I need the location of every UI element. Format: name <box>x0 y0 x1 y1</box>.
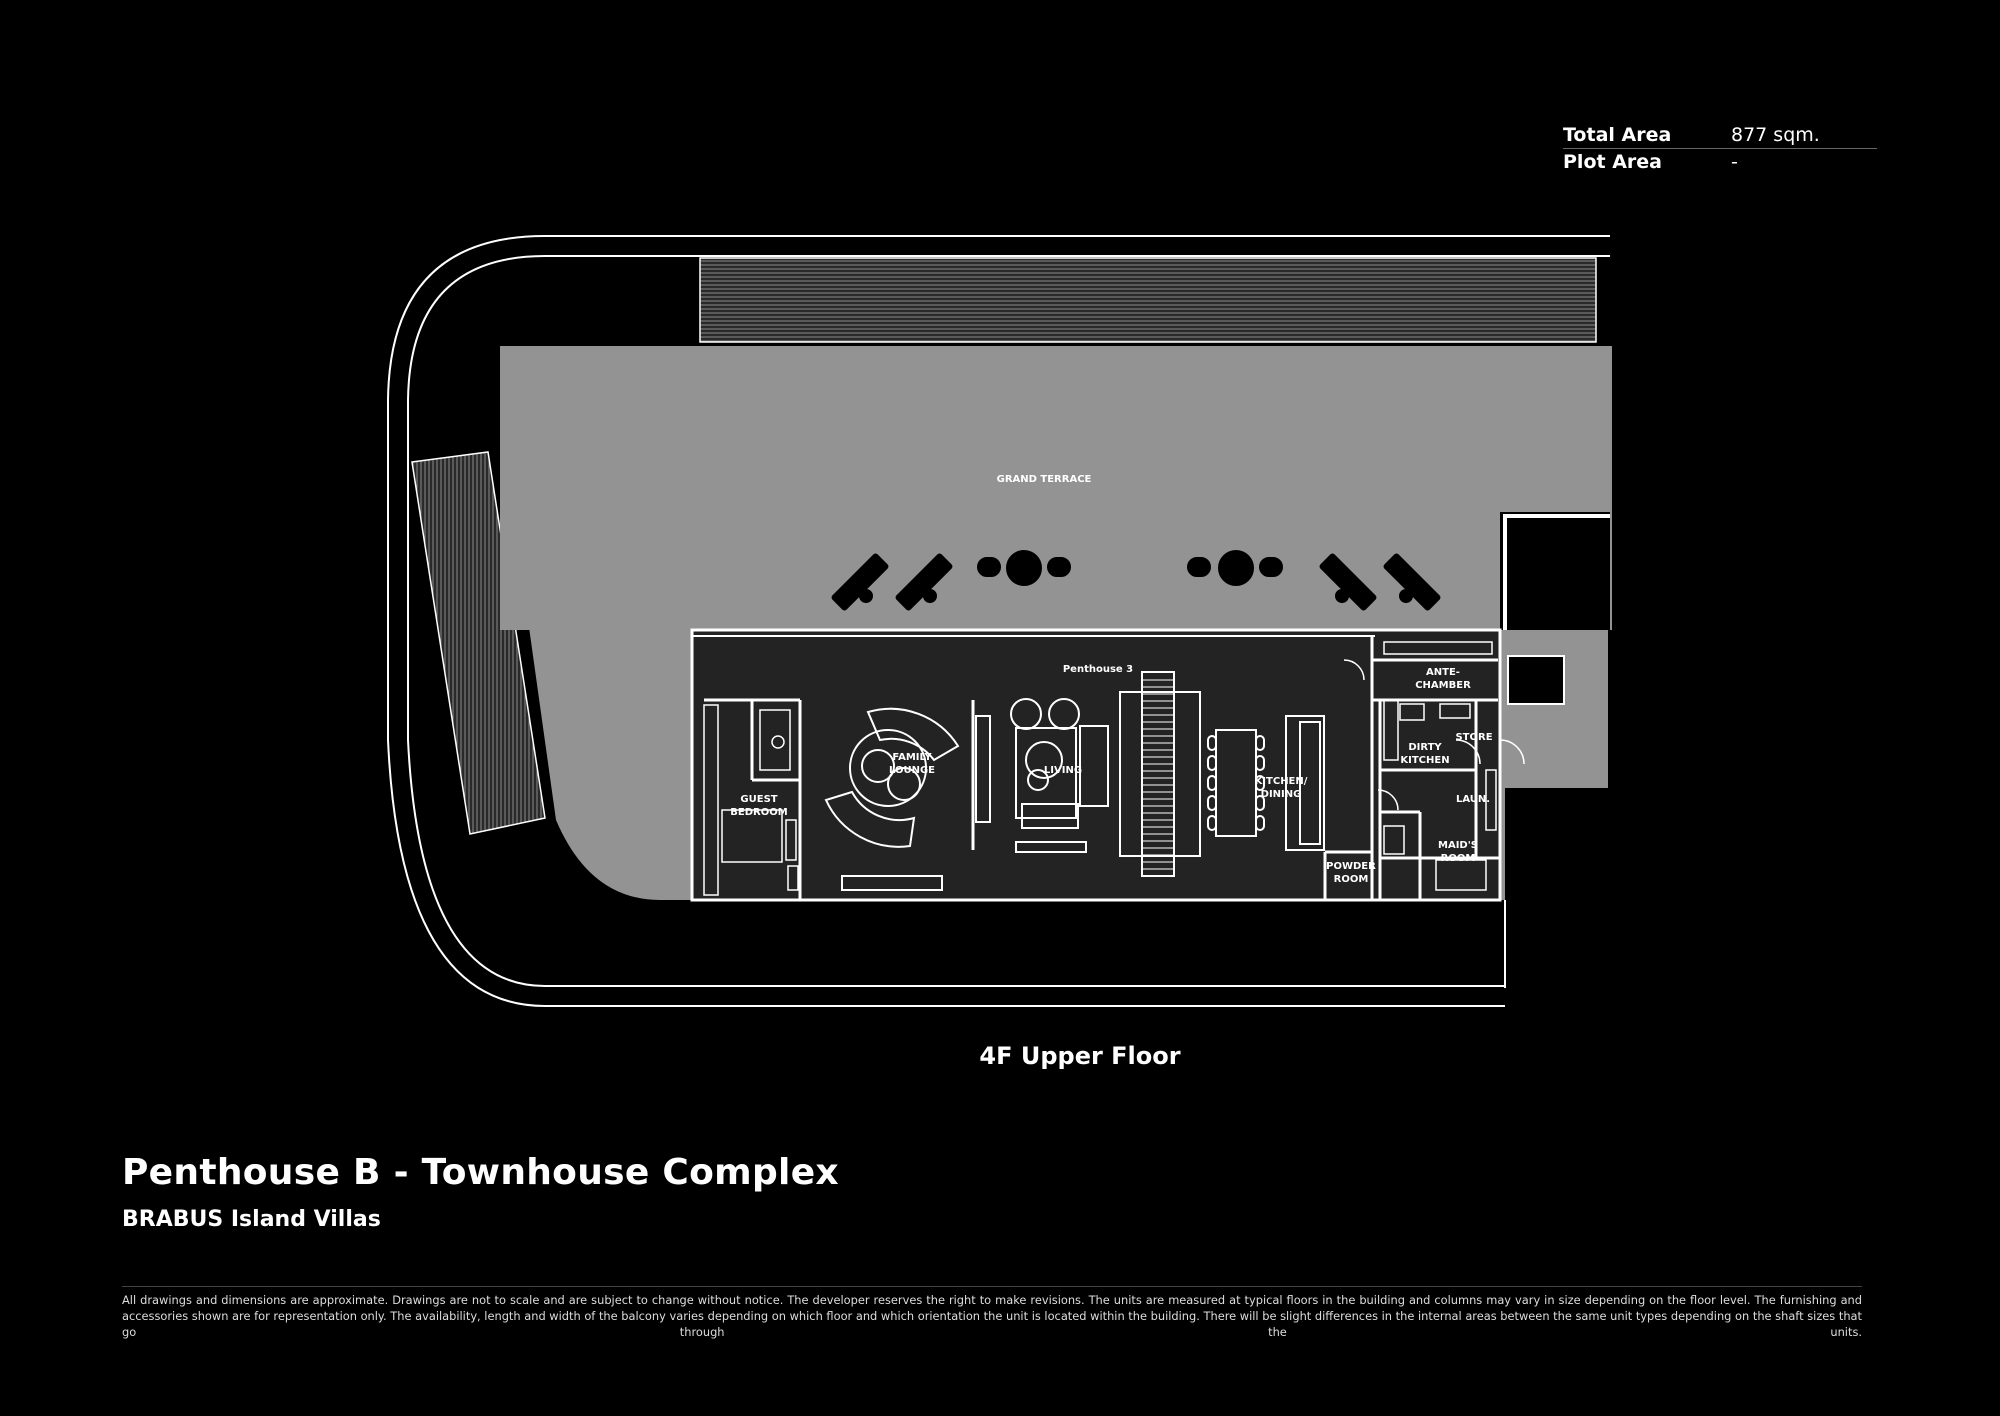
family-lounge-label-2: LOUNGE <box>889 765 935 776</box>
page-title: Penthouse B - Townhouse Complex <box>122 1152 839 1193</box>
store-label: STORE <box>1455 732 1492 743</box>
unit-label: Penthouse 3 <box>1063 664 1133 675</box>
powder-room-label-1: POWDER <box>1326 861 1376 872</box>
maids-room-label-2: ROOM <box>1441 853 1476 864</box>
outer-outline <box>387 235 1610 1007</box>
ante-bench <box>1383 641 1493 655</box>
plot-area-row: Plot Area - <box>1563 149 1877 175</box>
terrace-left-curve <box>500 346 600 630</box>
partitions <box>704 636 1500 900</box>
terrace-notch-edge <box>1503 514 1610 630</box>
terrace-notch <box>1500 512 1610 630</box>
sun-loungers-right <box>1319 553 1441 611</box>
annex-grey <box>1500 630 1607 788</box>
sun-loungers-left <box>831 553 953 611</box>
page-subtitle: BRABUS Island Villas <box>122 1207 381 1232</box>
annex-door <box>1507 655 1565 705</box>
dirty-kitchen-label-2: KITCHEN <box>1400 755 1449 766</box>
kitchen-dining-label-2: DINING <box>1261 789 1302 800</box>
family-lounge-furniture <box>824 707 991 891</box>
plot-area-label: Plot Area <box>1563 151 1662 173</box>
laundry-label: LAUN. <box>1456 794 1490 805</box>
interior-block <box>690 628 1502 902</box>
floor-label: 4F Upper Floor <box>979 1042 1181 1070</box>
living-label: LIVING <box>1044 765 1082 776</box>
maids-room-label-1: MAID'S <box>1438 840 1478 851</box>
guest-bedroom-label-1: GUEST <box>740 794 777 805</box>
lounge-set-right <box>1185 548 1285 588</box>
terrace-body <box>500 346 1612 630</box>
plot-area-value: - <box>1731 151 1738 173</box>
left-hatch-strip <box>411 451 546 835</box>
service-fixtures <box>1343 659 1525 891</box>
staircase <box>1119 671 1201 877</box>
stair-treads <box>1142 679 1174 870</box>
total-area-row: Total Area 877 sqm. <box>1563 122 1877 149</box>
powder-room-label-2: ROOM <box>1334 874 1369 885</box>
ante-chamber-label-2: CHAMBER <box>1415 680 1471 691</box>
terrace-lower-left <box>500 420 693 900</box>
floor-plan: GRAND TERRACE <box>387 235 1612 1007</box>
terrace-label: GRAND TERRACE <box>997 474 1092 485</box>
total-area-label: Total Area <box>1563 124 1672 146</box>
total-area-value: 877 sqm. <box>1731 124 1820 146</box>
area-table: Total Area 877 sqm. Plot Area - <box>1563 122 1877 175</box>
guest-bedroom-label-2: BEDROOM <box>730 807 787 818</box>
guest-bedroom-furniture <box>703 704 799 896</box>
dirty-kitchen-label-1: DIRTY <box>1408 742 1442 753</box>
ante-chamber-label-1: ANTE- <box>1426 667 1460 678</box>
living-furniture <box>1010 698 1109 853</box>
family-lounge-label-1: FAMILY <box>892 752 932 763</box>
disclaimer: All drawings and dimensions are approxim… <box>122 1293 1862 1339</box>
lounge-set-left <box>975 548 1073 588</box>
dining-furniture <box>1207 715 1325 851</box>
top-hatch-strip <box>699 257 1597 343</box>
disclaimer-divider <box>122 1286 1862 1287</box>
kitchen-dining-label-1: KITCHEN/ <box>1255 776 1308 787</box>
